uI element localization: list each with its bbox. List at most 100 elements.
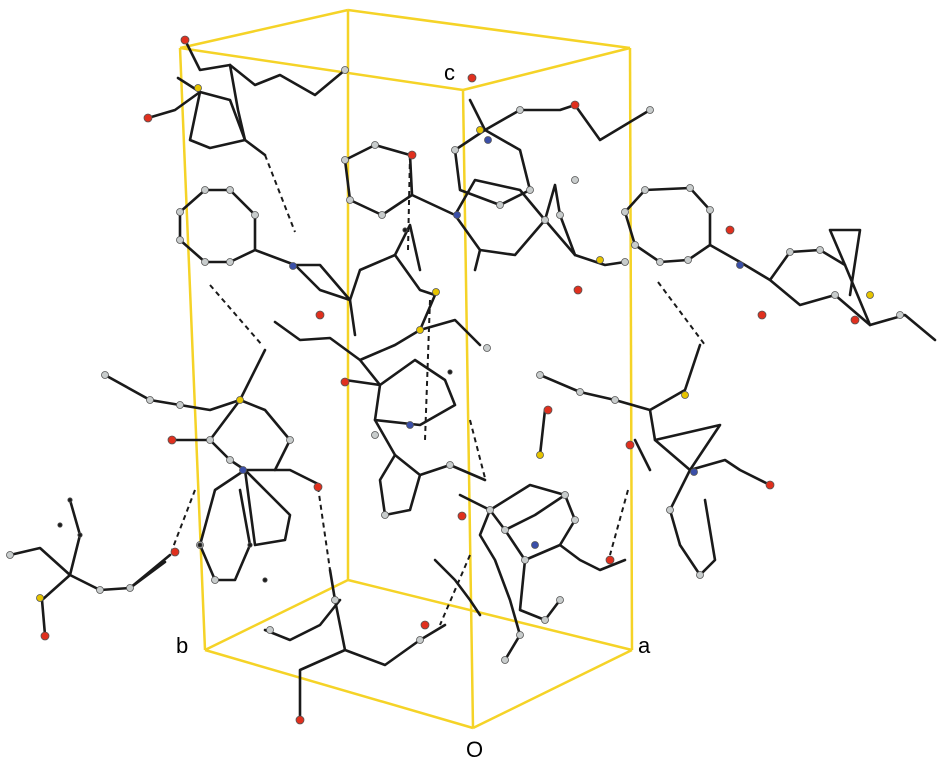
carbon-atom xyxy=(646,106,654,114)
oxygen-atom xyxy=(143,113,153,123)
carbon-atom xyxy=(341,66,349,74)
hydrogen-atom xyxy=(57,522,63,528)
sulfur-atom xyxy=(866,291,874,299)
covalent-bond xyxy=(208,398,292,472)
carbon-atom xyxy=(101,371,109,379)
hydrogen-atom xyxy=(247,542,253,548)
sulfur-atom xyxy=(416,326,424,334)
cell-edge xyxy=(472,648,633,730)
covalent-bond xyxy=(198,468,252,582)
covalent-bond xyxy=(146,90,202,120)
hydrogen-bond xyxy=(317,486,331,571)
carbon-atom xyxy=(556,211,564,219)
oxygen-atom xyxy=(340,377,350,387)
carbon-atom xyxy=(286,436,294,444)
carbon-atom xyxy=(496,201,504,209)
cell-edge xyxy=(462,46,631,92)
carbon-atom xyxy=(381,511,389,519)
carbon-atom xyxy=(176,208,184,216)
covalent-bond xyxy=(668,468,717,577)
sulfur-atom xyxy=(236,396,244,404)
oxygen-atom xyxy=(457,511,467,521)
hydrogen-bond xyxy=(171,489,196,551)
sulfur-atom xyxy=(36,594,44,602)
axis-labels: c b a O xyxy=(176,60,651,762)
carbon-atom xyxy=(684,256,692,264)
carbon-atom xyxy=(226,258,234,266)
carbon-atom xyxy=(371,141,379,149)
hydrogen-bond xyxy=(264,154,296,233)
nitrogen-atom xyxy=(406,421,414,429)
covalent-bond xyxy=(543,183,577,257)
carbon-atom xyxy=(831,291,839,299)
carbon-atom xyxy=(346,196,354,204)
covalent-bond xyxy=(708,243,937,342)
sulfur-atom xyxy=(681,391,689,399)
covalent-bond xyxy=(178,188,257,264)
carbon-atom xyxy=(176,236,184,244)
carbon-atom xyxy=(786,248,794,256)
carbon-atom xyxy=(896,311,904,319)
nitrogen-atom xyxy=(453,211,461,219)
carbon-atom xyxy=(96,586,104,594)
covalent-bond xyxy=(433,558,482,617)
hydrogen-bond xyxy=(469,419,486,479)
carbon-atom xyxy=(201,186,209,194)
nitrogen-atom xyxy=(289,262,297,270)
carbon-atom xyxy=(541,616,549,624)
covalent-bond xyxy=(298,648,347,722)
covalent-bond xyxy=(633,438,652,472)
oxygen-atom xyxy=(605,555,615,565)
nitrogen-atom xyxy=(239,466,247,474)
carbon-atom xyxy=(378,211,386,219)
carbon-atom xyxy=(571,516,579,524)
carbon-atom xyxy=(576,388,584,396)
carbon-atom xyxy=(516,631,524,639)
axis-label-origin: O xyxy=(466,737,483,762)
cell-edge xyxy=(347,8,631,50)
atoms xyxy=(6,35,904,725)
carbon-atom xyxy=(686,184,694,192)
hydrogen-bond xyxy=(439,554,471,626)
hydrogen-atom xyxy=(262,577,268,583)
covalent-bond xyxy=(273,320,422,362)
covalent-bond xyxy=(373,418,487,517)
covalent-bond xyxy=(128,560,167,590)
cell-edge xyxy=(179,46,464,92)
axis-label-a: a xyxy=(638,633,651,658)
covalent-bond xyxy=(473,248,482,272)
nitrogen-atom xyxy=(736,261,744,269)
covalent-bond xyxy=(253,223,422,302)
carbon-atom xyxy=(526,186,534,194)
covalent-bond xyxy=(393,453,422,477)
covalent-bond xyxy=(518,558,562,622)
carbon-atom xyxy=(483,344,491,352)
carbon-atom xyxy=(226,456,234,464)
covalent-bond xyxy=(648,408,772,487)
carbon-atom xyxy=(631,241,639,249)
carbon-atom xyxy=(656,258,664,266)
oxygen-atom xyxy=(850,315,860,325)
covalent-bond xyxy=(558,543,627,572)
oxygen-atom xyxy=(765,480,775,490)
carbon-atom xyxy=(201,258,209,266)
oxygen-atom xyxy=(315,310,325,320)
covalent-bond xyxy=(478,508,522,662)
oxygen-atom xyxy=(180,35,190,45)
sulfur-atom xyxy=(476,126,484,134)
hydrogen-bond xyxy=(209,284,263,346)
oxygen-atom xyxy=(167,435,177,445)
cell-edge xyxy=(628,47,634,651)
covalent-bond xyxy=(273,468,322,487)
covalent-bond xyxy=(328,568,447,667)
carbon-atom xyxy=(501,656,509,664)
cell-edge xyxy=(347,578,633,652)
oxygen-atom xyxy=(625,440,635,450)
carbon-atom xyxy=(611,396,619,404)
carbon-atom xyxy=(521,556,529,564)
sulfur-atom xyxy=(432,288,440,296)
carbon-atom xyxy=(706,206,714,214)
carbon-atom xyxy=(266,626,274,634)
